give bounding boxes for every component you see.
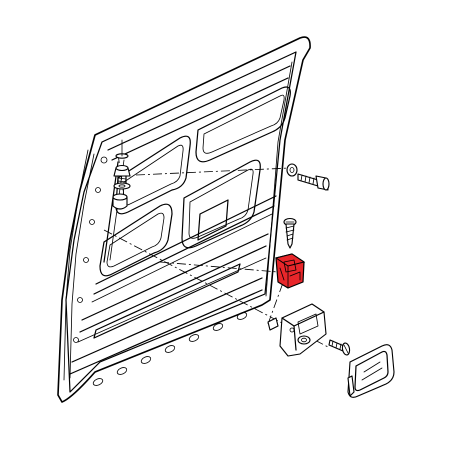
mounting-bolt <box>113 139 131 190</box>
striker-plate <box>267 303 327 357</box>
lock-striker-block <box>274 253 306 289</box>
bolt-with-washer <box>286 163 330 191</box>
cover-cap <box>347 344 395 398</box>
plate-screw <box>328 339 351 356</box>
rubber-bumper <box>112 193 128 210</box>
door-panel <box>57 36 311 403</box>
screw <box>283 217 297 249</box>
